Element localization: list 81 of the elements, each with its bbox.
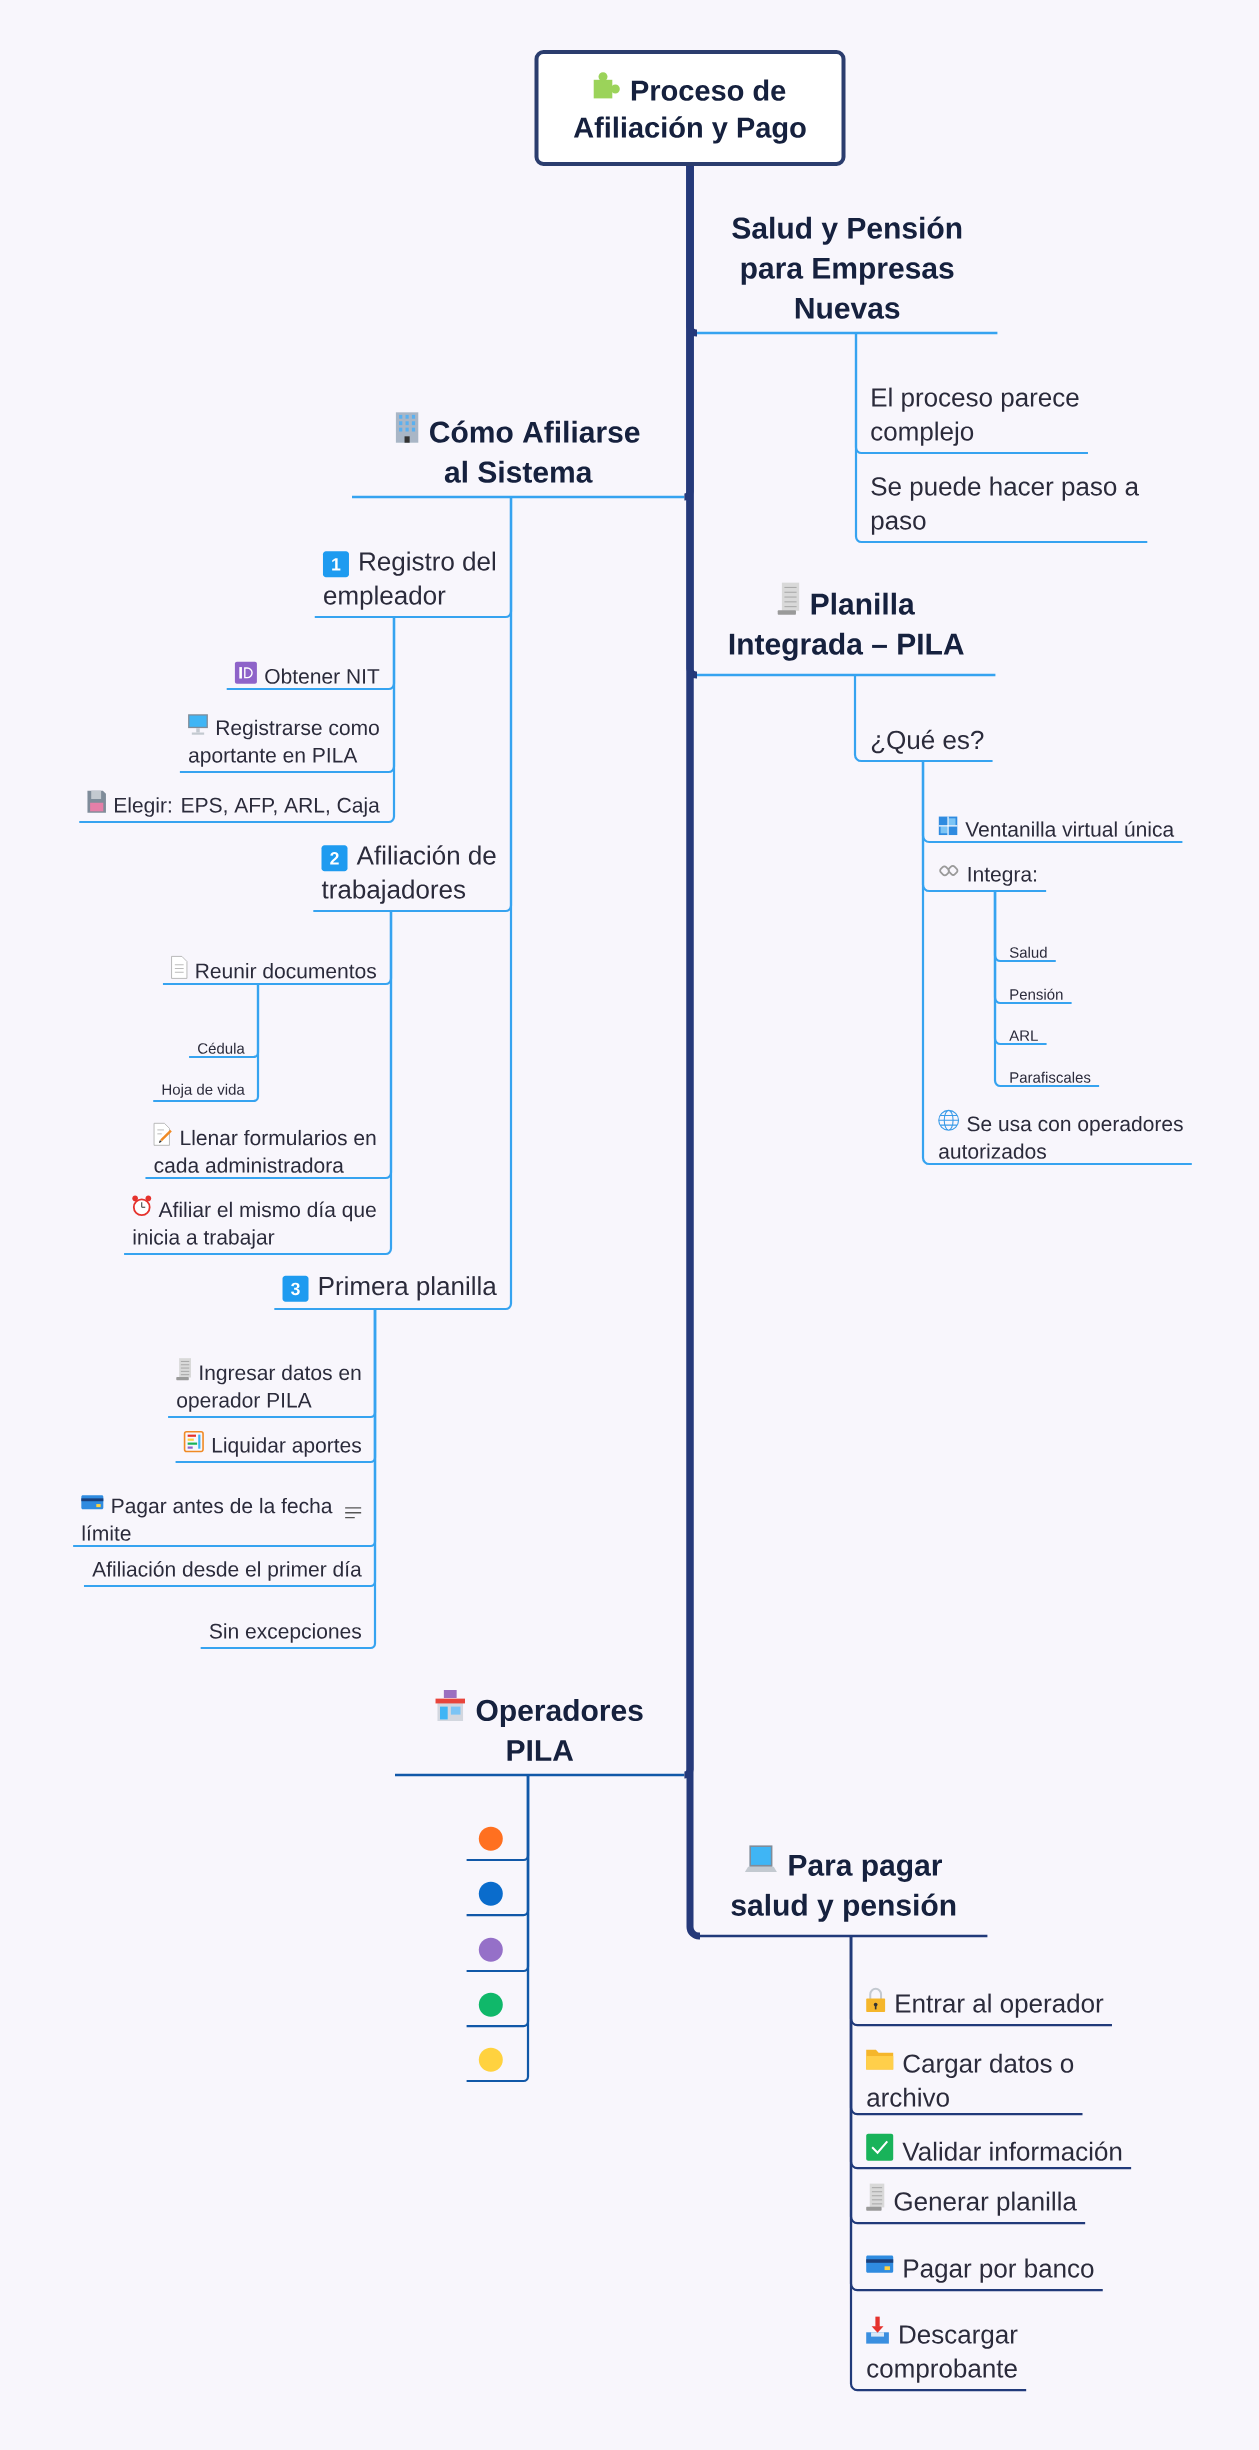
node-label: Liquidar aportes [212,1437,361,1457]
subtopic: Cargar datos o archivo [858,2049,1083,2116]
node-label: Cargar datos o archivo [867,2053,1074,2107]
subtopic: ARL [1001,1030,1047,1046]
connector-line [921,761,931,1166]
node-label: Cómo Afiliarse al Sistema [430,420,640,483]
number-badge: 2 [321,845,348,872]
node-label: Reunir documentos [196,963,376,979]
subtopic: Validar información [858,2133,1132,2170]
connector-line [504,497,513,1311]
node-label: Obtener NIT [265,668,380,684]
bullet-item [466,1881,523,1917]
node-label: Planilla Integrada – PILA [729,592,964,661]
subtopic: Se usa con operadores autorizados [930,1109,1192,1166]
node-label: Ingresar datos en operador PILA [177,1364,361,1412]
node-label: Registrarse como aportante en PILA [188,719,379,767]
bullet-item [466,1826,523,1862]
branch-topic: Cómo Afiliarse al Sistema [352,412,685,499]
node-label: Afiliación de [356,845,496,865]
subtopic: Hoja de vida [153,1083,253,1103]
subtopic: Obtener NIT [226,661,388,691]
node-label: Entrar al operador [896,1993,1104,2018]
subtopic: Elegir: EPS, AFP, ARL, Caja [79,790,388,824]
subtopic: Pagar antes de la fecha límite [73,1495,370,1548]
node-label: Elegir: EPS, AFP, ARL, Caja [115,797,380,817]
root-topic-box: Proceso de Afiliación y Pago [534,50,846,166]
subtopic: Entrar al operador [858,1987,1112,2027]
node-label: trabajadores [321,879,466,904]
connector-line [384,911,393,1256]
subtopic: Afiliación desde el primer día [83,1561,370,1588]
node-label: Afiliar el mismo día que inicia a trabajar [133,1201,376,1249]
subtopic: 1 Registro del empleador [314,551,505,619]
subtopic: Pagar por banco [858,2255,1103,2292]
connector-line [387,617,396,824]
subtopic: Pensión [1001,988,1072,1005]
subtopic: El proceso parece complejo [862,387,1088,455]
node-label: Operadores PILA [476,1699,643,1761]
subtopic: Ventanilla virtual única [930,815,1183,844]
bullet-item [466,1992,523,2028]
branch-topic: Operadores PILA [395,1690,685,1777]
connector-line [854,333,863,544]
subtopic: ¿Qué es? [862,729,993,763]
subtopic: 3 Primera planilla [274,1275,505,1311]
connector-line [993,891,1002,1088]
node-label: Llenar formularios en cada administradora [154,1129,376,1173]
subtopic: Reunir documentos [162,956,385,986]
node-label: Generar planilla [894,2191,1077,2216]
connector-line [849,1936,859,2392]
connector-line [369,1309,377,1650]
connector-line [522,1775,530,2083]
subtopic: Llenar formularios en cada administradora [145,1122,385,1180]
subtopic: Generar planilla [858,2183,1086,2225]
node-label: Pagar por banco [904,2258,1094,2283]
node-label: Pagar antes de la fecha límite [82,1497,333,1541]
node-label: Para pagar salud y pensión [731,1854,956,1922]
branch-topic: Planilla Integrada – PILA [697,582,996,677]
subtopic: Integra: [930,865,1047,893]
node-label: Validar información [902,2141,1122,2161]
node-label: Primera planilla [319,1276,497,1301]
node-label: Registro del [360,551,496,576]
connector-line [252,984,260,1103]
subtopic: Salud [1001,946,1056,963]
subtopic: Sin excepciones [200,1623,370,1650]
bullet-item [466,1937,523,1973]
subtopic: Se puede hacer paso a paso [862,476,1148,544]
subtopic: Ingresar datos en operador PILA [168,1358,370,1419]
branch-topic: Para pagar salud y pensión [700,1845,988,1938]
subtopic: Parafiscales [1001,1071,1100,1088]
subtopic: 2 Afiliación de trabajadores [313,845,505,913]
branch-topic: Salud y Pensión para Empresas Nuevas [697,216,998,335]
subtopic: Cédula [189,1042,253,1059]
node-label: Ventanilla virtual única [965,821,1175,837]
subtopic: Descargar comprobante [858,2316,1027,2392]
node-label: empleador [324,585,446,610]
subtopic: Afiliar el mismo día que inicia a trabajar [124,1195,385,1256]
number-badge: 1 [322,551,349,578]
subtopic: Liquidar aportes [175,1430,370,1464]
subtopic: Registrarse como aportante en PILA [179,714,388,774]
node-label: Descargar comprobante [867,2325,1018,2383]
bullet-item [466,2047,523,2083]
connector-line [853,675,863,763]
